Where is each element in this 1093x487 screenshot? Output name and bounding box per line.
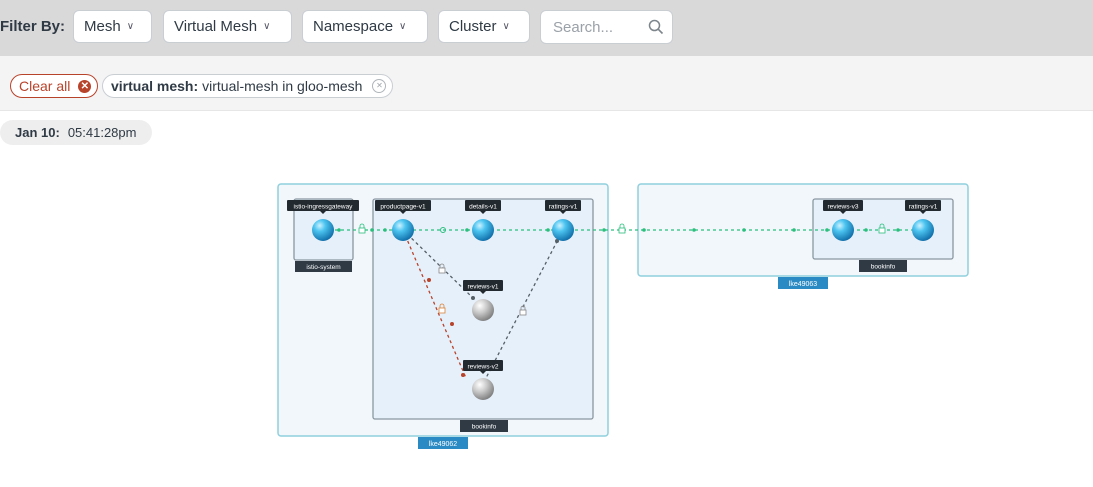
service-node[interactable] xyxy=(472,219,494,241)
timestamp-date: Jan 10: xyxy=(15,125,60,140)
node-label-tag xyxy=(463,280,503,294)
chevron-down-icon: ∨ xyxy=(263,21,271,32)
filter-by-label: Filter By: xyxy=(0,18,66,35)
node-label-tag xyxy=(465,200,501,214)
namespace-label[interactable]: bookinfo xyxy=(871,264,896,271)
node-label-tag xyxy=(823,200,863,214)
service-node[interactable] xyxy=(392,219,414,241)
lock-icon xyxy=(358,223,366,234)
filter-chip-key: virtual mesh: xyxy=(111,78,199,94)
cluster-filter-label: Cluster xyxy=(449,18,497,35)
virtual-mesh-filter-dropdown[interactable]: Virtual Mesh ∨ xyxy=(163,10,292,43)
node-label-tag xyxy=(463,360,503,374)
node-label[interactable]: ratings-v1 xyxy=(549,204,578,211)
timestamp-time: 05:41:28pm xyxy=(67,125,137,140)
service-node[interactable] xyxy=(552,219,574,241)
chevron-down-icon: ∨ xyxy=(399,21,407,32)
node-label[interactable]: istio-ingressgateway xyxy=(294,204,354,211)
search-box xyxy=(540,10,673,44)
lock-icon xyxy=(618,223,626,234)
filter-chip-virtual-mesh: virtual mesh: virtual-mesh in gloo-mesh … xyxy=(102,74,394,98)
node-label[interactable]: ratings-v1 xyxy=(909,204,938,211)
node-label-tag xyxy=(287,200,359,214)
mesh-filter-label: Mesh xyxy=(84,18,121,35)
node-label[interactable]: reviews-v2 xyxy=(467,364,498,371)
filter-bar: Filter By: Mesh ∨ Virtual Mesh ∨ Namespace… xyxy=(0,0,1093,56)
lock-icon xyxy=(438,263,446,274)
cluster-label-badge xyxy=(418,437,468,449)
mesh-filter-dropdown[interactable]: Mesh ∨ xyxy=(73,10,152,43)
chevron-down-icon: ∨ xyxy=(502,21,510,32)
search-input[interactable] xyxy=(551,18,645,37)
service-node[interactable] xyxy=(472,299,494,321)
service-node[interactable] xyxy=(832,219,854,241)
cluster-label[interactable]: lke49063 xyxy=(789,281,818,288)
lock-icon xyxy=(519,305,527,316)
cluster-label[interactable]: lke49062 xyxy=(429,441,458,448)
namespace-label-badge xyxy=(460,420,508,432)
node-label-tag xyxy=(545,200,581,214)
virtual-mesh-filter-label: Virtual Mesh xyxy=(174,18,258,35)
chevron-down-icon: ∨ xyxy=(126,21,135,32)
clear-all-button[interactable]: Clear all ✕ xyxy=(10,74,99,98)
search-icon[interactable] xyxy=(648,19,664,35)
cluster-label-badge xyxy=(778,277,828,289)
namespace-filter-dropdown[interactable]: Namespace ∨ xyxy=(302,10,428,43)
node-label-tag xyxy=(375,200,431,214)
cluster-filter-dropdown[interactable]: Cluster ∨ xyxy=(438,10,530,43)
service-node[interactable] xyxy=(472,378,494,400)
namespace-label-badge xyxy=(295,261,352,272)
node-label-tag xyxy=(905,200,941,214)
remove-filter-icon[interactable]: ✕ xyxy=(372,79,387,93)
service-node[interactable] xyxy=(312,219,334,241)
node-label[interactable]: details-v1 xyxy=(469,204,497,211)
lock-icon xyxy=(878,223,886,234)
namespace-label[interactable]: bookinfo xyxy=(472,424,497,431)
namespace-label[interactable]: istio-system xyxy=(306,264,340,271)
namespace-filter-label: Namespace xyxy=(313,18,394,35)
filter-chip-value: virtual-mesh in gloo-mesh xyxy=(202,78,363,94)
service-node[interactable] xyxy=(912,219,934,241)
close-icon: ✕ xyxy=(78,79,92,93)
clear-all-label: Clear all xyxy=(19,78,71,94)
node-label[interactable]: reviews-v3 xyxy=(827,204,858,211)
node-label[interactable]: productpage-v1 xyxy=(380,204,426,211)
node-label[interactable]: reviews-v1 xyxy=(467,284,498,291)
timestamp-pill: Jan 10: 05:41:28pm xyxy=(0,120,152,145)
lock-icon xyxy=(438,303,446,314)
namespace-label-badge xyxy=(859,260,907,272)
